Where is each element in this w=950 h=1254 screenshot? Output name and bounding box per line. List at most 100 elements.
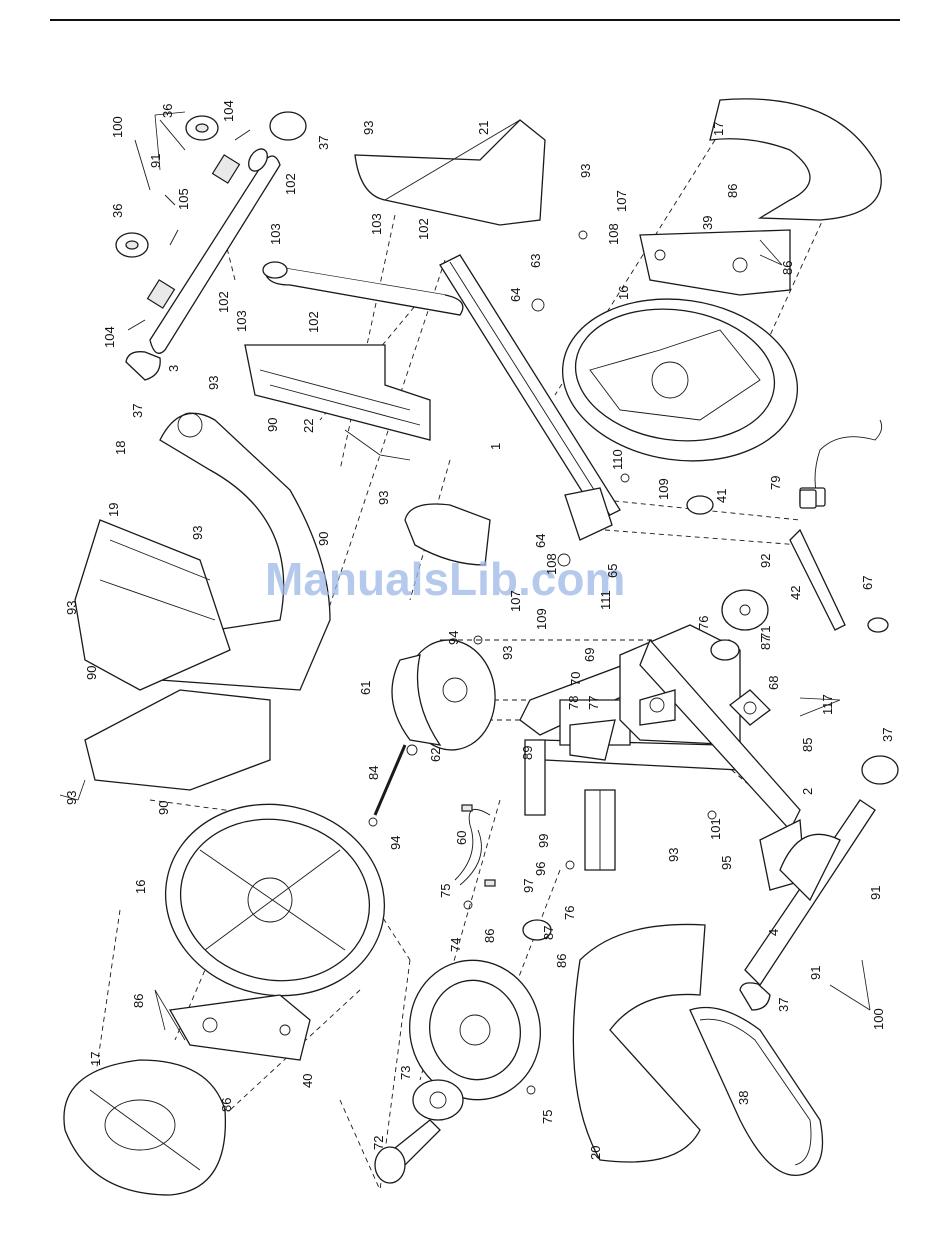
- seat-post-tube: [262, 261, 464, 316]
- callout-107b: 107: [508, 590, 523, 612]
- callout-110: 110: [610, 449, 625, 470]
- side-shield-16-right: [561, 298, 799, 462]
- callout-19: 19: [106, 503, 121, 517]
- end-caps-37: [125, 111, 899, 1011]
- callout-103c: 103: [234, 310, 249, 332]
- callout-107a: 107: [614, 190, 629, 212]
- callout-91c: 91: [808, 966, 823, 980]
- front-shroud-19: [74, 519, 231, 691]
- callout-72: 72: [371, 1136, 386, 1150]
- callout-100b: 100: [871, 1008, 886, 1030]
- callout-18: 18: [113, 441, 128, 455]
- flywheel-61: [391, 639, 496, 751]
- callout-73: 73: [398, 1066, 413, 1080]
- idler-disc-71: [721, 589, 769, 631]
- callout-95: 95: [719, 856, 734, 870]
- callout-94b: 94: [388, 836, 403, 850]
- callout-87a: 87: [758, 636, 773, 650]
- callout-3: 3: [166, 365, 181, 372]
- header-rule: [50, 19, 900, 21]
- side-shield-16-left: [164, 803, 386, 997]
- callout-37d: 37: [776, 998, 791, 1012]
- callout-17a: 17: [711, 122, 726, 136]
- callout-84: 84: [366, 766, 381, 780]
- callout-1: 1: [488, 443, 503, 450]
- seat-knob-36: [115, 115, 219, 258]
- callout-101: 101: [708, 818, 723, 840]
- callout-86d: 86: [554, 954, 569, 968]
- eddy-brake-77-78: [569, 689, 676, 761]
- callout-69: 69: [582, 648, 597, 662]
- main-frame-2: [519, 624, 806, 891]
- callout-37c: 37: [880, 728, 895, 742]
- watermark: ManualsLib.com: [265, 553, 625, 605]
- callout-90b: 90: [316, 532, 331, 546]
- callout-103b: 103: [369, 213, 384, 235]
- callout-86f: 86: [219, 1098, 234, 1112]
- callout-86c: 86: [482, 929, 497, 943]
- callout-102c: 102: [216, 291, 231, 313]
- rear-cover-20: [572, 923, 706, 1163]
- stabilizer-cap-17-left: [63, 1059, 227, 1196]
- callout-89: 89: [520, 746, 535, 760]
- callout-75b: 75: [540, 1110, 555, 1124]
- drive-belt-38: [689, 1006, 824, 1176]
- callout-93i: 93: [666, 848, 681, 862]
- callout-37b: 37: [130, 404, 145, 418]
- idler-arm-42: [789, 528, 889, 633]
- callout-100a: 100: [110, 116, 125, 138]
- callout-86b: 86: [780, 261, 795, 275]
- callout-90d: 90: [156, 801, 171, 815]
- callout-102a: 102: [283, 173, 298, 195]
- callout-93e: 93: [190, 526, 205, 540]
- small-bolts-seat: [127, 119, 251, 331]
- callout-labels: 1 2 3 4 16 16 17 17 18 19 20 21 22 36 36…: [64, 100, 895, 1160]
- callout-90c: 90: [84, 666, 99, 680]
- callout-36b: 36: [110, 204, 125, 218]
- callout-65: 65: [605, 564, 620, 578]
- callout-86e: 86: [131, 994, 146, 1008]
- pulley-74: [409, 959, 541, 1101]
- callout-76a: 76: [696, 616, 711, 630]
- callout-93d: 93: [376, 491, 391, 505]
- bearings-76: [522, 639, 740, 941]
- callout-21: 21: [476, 121, 491, 135]
- callout-68: 68: [766, 676, 781, 690]
- callout-87b: 87: [541, 926, 556, 940]
- callout-77: 77: [586, 696, 601, 710]
- crank-hub-73: [412, 1079, 464, 1121]
- callout-104a: 104: [221, 100, 236, 122]
- callout-64a: 64: [508, 288, 523, 302]
- callout-40: 40: [300, 1074, 315, 1088]
- callout-64b: 64: [533, 534, 548, 548]
- bracket-39: [639, 229, 791, 296]
- callout-79: 79: [768, 476, 783, 490]
- wire-harness-60: [454, 804, 496, 887]
- seat-bracket-22: [244, 344, 431, 441]
- callout-108a: 108: [606, 223, 621, 245]
- seat-slider-3: [146, 148, 281, 354]
- callout-99: 99: [536, 834, 551, 848]
- callout-93f: 93: [64, 601, 79, 615]
- front-shroud-18: [149, 412, 331, 691]
- callout-4: 4: [766, 929, 781, 936]
- callout-62: 62: [428, 748, 443, 762]
- callout-78: 78: [566, 696, 581, 710]
- stabilizer-cap-17-right: [709, 98, 882, 221]
- callout-91b: 91: [868, 886, 883, 900]
- callout-74: 74: [448, 938, 463, 952]
- small-hardware: [368, 230, 717, 1095]
- callout-102b: 102: [416, 218, 431, 240]
- callout-16b: 16: [133, 880, 148, 894]
- callout-16a: 16: [616, 286, 631, 300]
- bracket-40: [168, 994, 311, 1061]
- callout-41: 41: [714, 489, 729, 503]
- callout-93a: 93: [361, 121, 376, 135]
- callout-97: 97: [521, 879, 536, 893]
- callout-63: 63: [528, 254, 543, 268]
- flywheel-axle-84: [373, 744, 407, 816]
- callout-75a: 75: [438, 884, 453, 898]
- callout-42: 42: [788, 586, 803, 600]
